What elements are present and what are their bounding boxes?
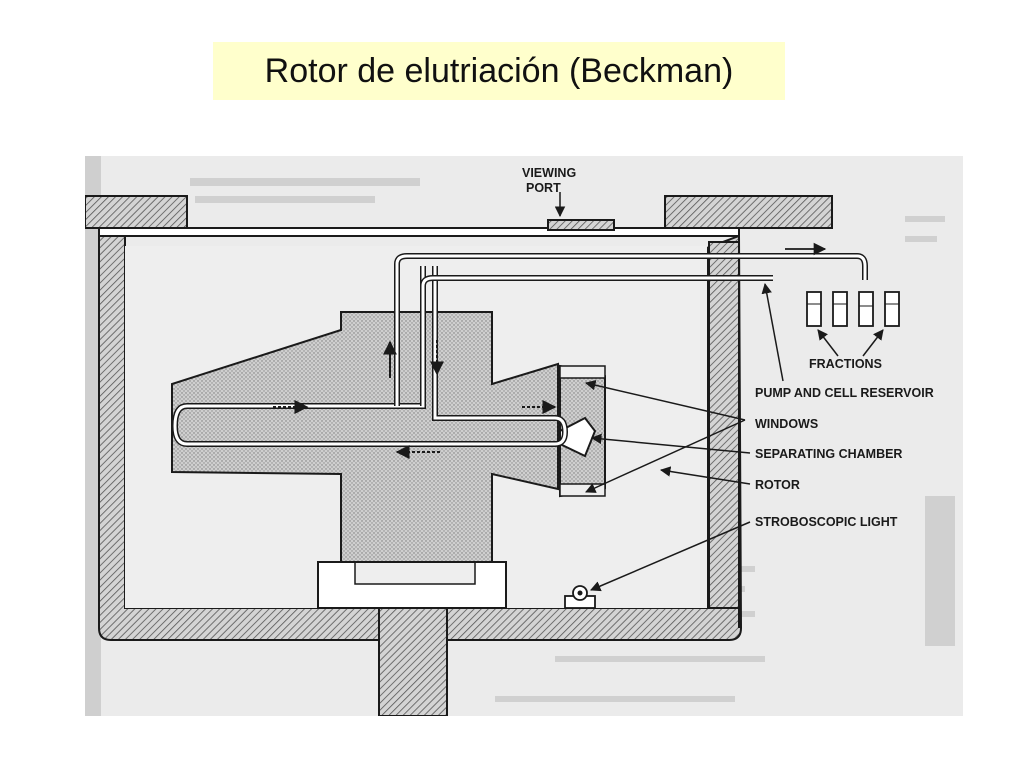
leader-rotor — [659, 466, 751, 485]
lid-right — [664, 195, 833, 229]
leader-pump — [761, 282, 784, 382]
leader-fractions-left — [817, 329, 839, 357]
label-rotor: ROTOR — [755, 478, 800, 492]
label-fractions: FRACTIONS — [809, 357, 882, 371]
diagram-svg: VIEWING PORT FRACTIONS PUMP AND CELL RES… — [85, 156, 955, 716]
label-stroboscopic-light: STROBOSCOPIC LIGHT — [755, 515, 898, 529]
label-windows: WINDOWS — [755, 417, 818, 431]
fraction-tubes — [806, 291, 900, 327]
scan-edge-shadow — [85, 156, 101, 716]
leader-stroboscopic-light — [590, 521, 751, 592]
chamber-wall — [98, 234, 743, 641]
inlet-line — [421, 276, 773, 406]
label-separating-chamber: SEPARATING CHAMBER — [755, 447, 902, 461]
outlet-line — [395, 254, 867, 406]
stroboscopic-lamp — [564, 585, 596, 609]
viewing-port-window — [547, 219, 615, 231]
leader-fractions-right — [862, 329, 884, 357]
drive-shaft — [378, 607, 448, 716]
lid-left — [85, 195, 188, 229]
leader-window-upper — [584, 380, 746, 421]
flow-channel — [173, 266, 567, 446]
rotor-body — [171, 311, 559, 563]
label-pump-and-cell-reservoir: PUMP AND CELL RESERVOIR — [755, 386, 934, 400]
label-viewing-port-1: VIEWING — [522, 166, 576, 180]
slide-title: Rotor de elutriación (Beckman) — [213, 42, 785, 100]
window-upper — [559, 365, 606, 379]
elutriation-rotor-diagram: VIEWING PORT FRACTIONS PUMP AND CELL RES… — [85, 156, 963, 716]
label-viewing-port-2: PORT — [526, 181, 561, 195]
lid-plate — [98, 227, 740, 237]
leader-window-lower — [585, 419, 746, 493]
leader-separating-chamber — [590, 433, 751, 454]
